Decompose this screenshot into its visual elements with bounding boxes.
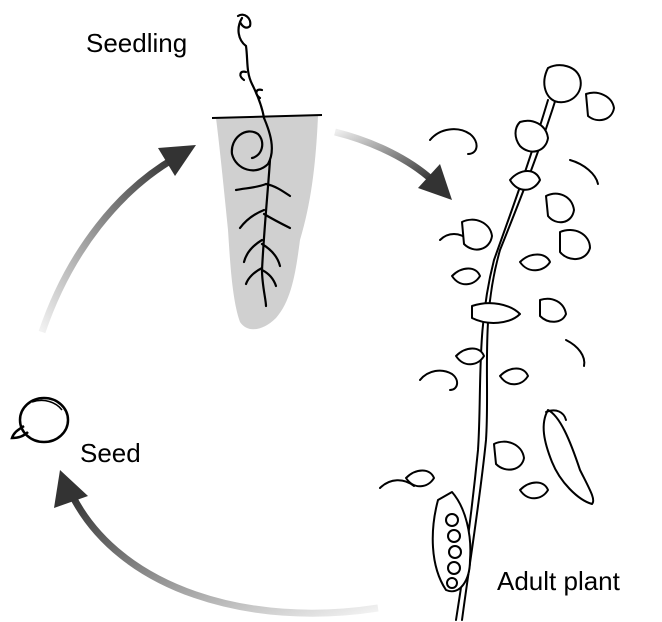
arrow-adult-to-seed bbox=[72, 495, 378, 613]
arrow-seedling-to-adult bbox=[335, 132, 432, 180]
seedling-icon bbox=[212, 15, 322, 330]
seedling-label: Seedling bbox=[86, 28, 187, 59]
seed-icon bbox=[12, 398, 68, 442]
arrow-head-seed bbox=[54, 470, 88, 508]
seed-label: Seed bbox=[80, 438, 141, 469]
adult-plant-label: Adult plant bbox=[497, 566, 620, 597]
adult-plant-icon bbox=[380, 65, 614, 620]
arrow-head-seedling bbox=[158, 145, 196, 176]
arrow-seed-to-seedling bbox=[42, 158, 175, 332]
